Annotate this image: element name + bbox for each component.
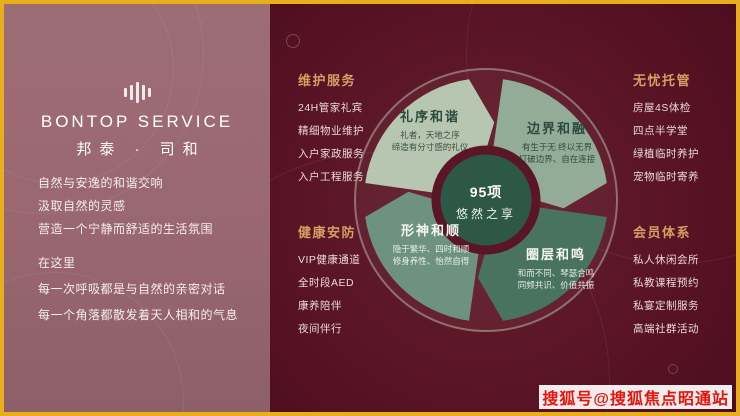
quadrant-label-body-mind-ease: 形神和顺 隐于繁华、四时和顺 修身养性、怡然自得: [376, 220, 486, 267]
service-title: 会员体系: [633, 225, 692, 240]
service-block-membership: 会员体系 私人休闲会所 私教课程预约 私宴定制服务 高端社群活动: [633, 222, 736, 344]
center-count: 95项: [469, 184, 503, 200]
service-item: 夜间伴行: [298, 323, 342, 335]
intro-line: 自然与安逸的和谐交响: [38, 176, 164, 190]
quadrant-title: 礼序和谐: [399, 109, 460, 124]
service-item: 全时段AED: [298, 277, 355, 289]
left-panel: BONTOP SERVICE 邦泰 · 司和 自然与安逸的和谐交响 汲取自然的灵…: [4, 4, 270, 412]
service-item: 入户家政服务: [298, 148, 364, 160]
quadrant-label-ritual-harmony: 礼序和谐 礼者，天地之序 缔造有分寸感的礼仪: [374, 106, 486, 153]
body-line: 在这里: [38, 256, 76, 270]
quadrant-title: 形神和顺: [400, 223, 461, 238]
service-item: 私宴定制服务: [633, 300, 699, 312]
service-item: 房屋4S体检: [633, 102, 691, 114]
deco-circle-small: [286, 34, 300, 48]
service-item: 绿植临时养护: [633, 148, 699, 160]
service-item: 宠物临时寄养: [633, 171, 699, 183]
diagram-center-label: 95项 悠然之享: [436, 182, 536, 222]
quadrant-line: 隐于繁华、四时和顺: [392, 244, 470, 254]
service-block-health-security: 健康安防 VIP健康通道 全时段AED 康养陪伴 夜间伴行: [298, 222, 428, 344]
service-block-trusteeship: 无忧托管 房屋4S体检 四点半学堂 绿植临时养护 宠物临时寄养: [633, 70, 736, 192]
service-item: 私教课程预约: [633, 277, 699, 289]
body-line: 每一次呼吸都是与自然的亲密对话: [38, 282, 226, 296]
service-block-maintenance: 维护服务 24H管家礼宾 精细物业维护 入户家政服务 入户工程服务: [298, 70, 428, 192]
body-line: 每一个角落都散发着天人相和的气息: [38, 308, 239, 322]
service-item: 24H管家礼宾: [298, 102, 363, 114]
brand-name-en: BONTOP SERVICE: [40, 112, 234, 131]
quadrant-line: 缔造有分寸感的礼仪: [391, 142, 469, 152]
service-title: 健康安防: [298, 225, 357, 240]
service-item: 康养陪伴: [298, 300, 342, 312]
brand-name-cn: 邦泰 · 司和: [76, 141, 206, 158]
deco-circle-small: [668, 364, 678, 374]
body-paragraph: 在这里 每一次呼吸都是与自然的亲密对话 每一个角落都散发着天人相和的气息: [38, 250, 238, 328]
service-title: 维护服务: [298, 73, 357, 88]
service-item: 私人休闲会所: [633, 254, 699, 266]
quadrant-line: 打破边界、自在连接: [518, 154, 596, 164]
service-item: 高端社群活动: [633, 323, 699, 335]
service-item: VIP健康通道: [298, 254, 361, 266]
watermark-text: 搜狐号@搜狐焦点昭通站: [539, 385, 732, 409]
pinwheel-diagram: 礼序和谐 礼者，天地之序 缔造有分寸感的礼仪 边界和融 有生于无 终以无界 打破…: [348, 62, 624, 338]
diagram-center-circle: [431, 145, 541, 255]
quadrant-title: 边界和融: [526, 121, 587, 136]
center-caption: 悠然之享: [455, 207, 516, 221]
service-title: 无忧托管: [633, 73, 692, 88]
quadrant-line: 和而不同、琴瑟合鸣: [517, 268, 595, 278]
service-item: 入户工程服务: [298, 171, 364, 183]
intro-line: 营造一个宁静而舒适的生活氛围: [38, 222, 214, 236]
quadrant-line: 有生于无 终以无界: [521, 142, 593, 152]
service-item: 四点半学堂: [633, 125, 688, 137]
quadrant-label-circle-resonance: 圈层和鸣 和而不同、琴瑟合鸣 同频共识、价值共振: [500, 244, 612, 291]
quadrant-line: 同频共识、价值共振: [517, 280, 595, 290]
right-panel: 维护服务 24H管家礼宾 精细物业维护 入户家政服务 入户工程服务 健康安防 V…: [270, 4, 736, 412]
quadrant-title: 圈层和鸣: [525, 247, 586, 262]
intro-paragraph: 自然与安逸的和谐交响 汲取自然的灵感 营造一个宁静而舒适的生活氛围: [38, 172, 213, 241]
quadrant-line: 修身养性、怡然自得: [392, 256, 470, 266]
brand-logo-icon: [4, 80, 270, 104]
service-item: 精细物业维护: [298, 125, 364, 137]
quadrant-line: 礼者，天地之序: [400, 130, 460, 140]
quadrant-label-boundary-fusion: 边界和融 有生于无 终以无界 打破边界、自在连接: [501, 118, 613, 165]
intro-line: 汲取自然的灵感: [38, 199, 126, 213]
pinwheel-svg: [354, 68, 618, 332]
